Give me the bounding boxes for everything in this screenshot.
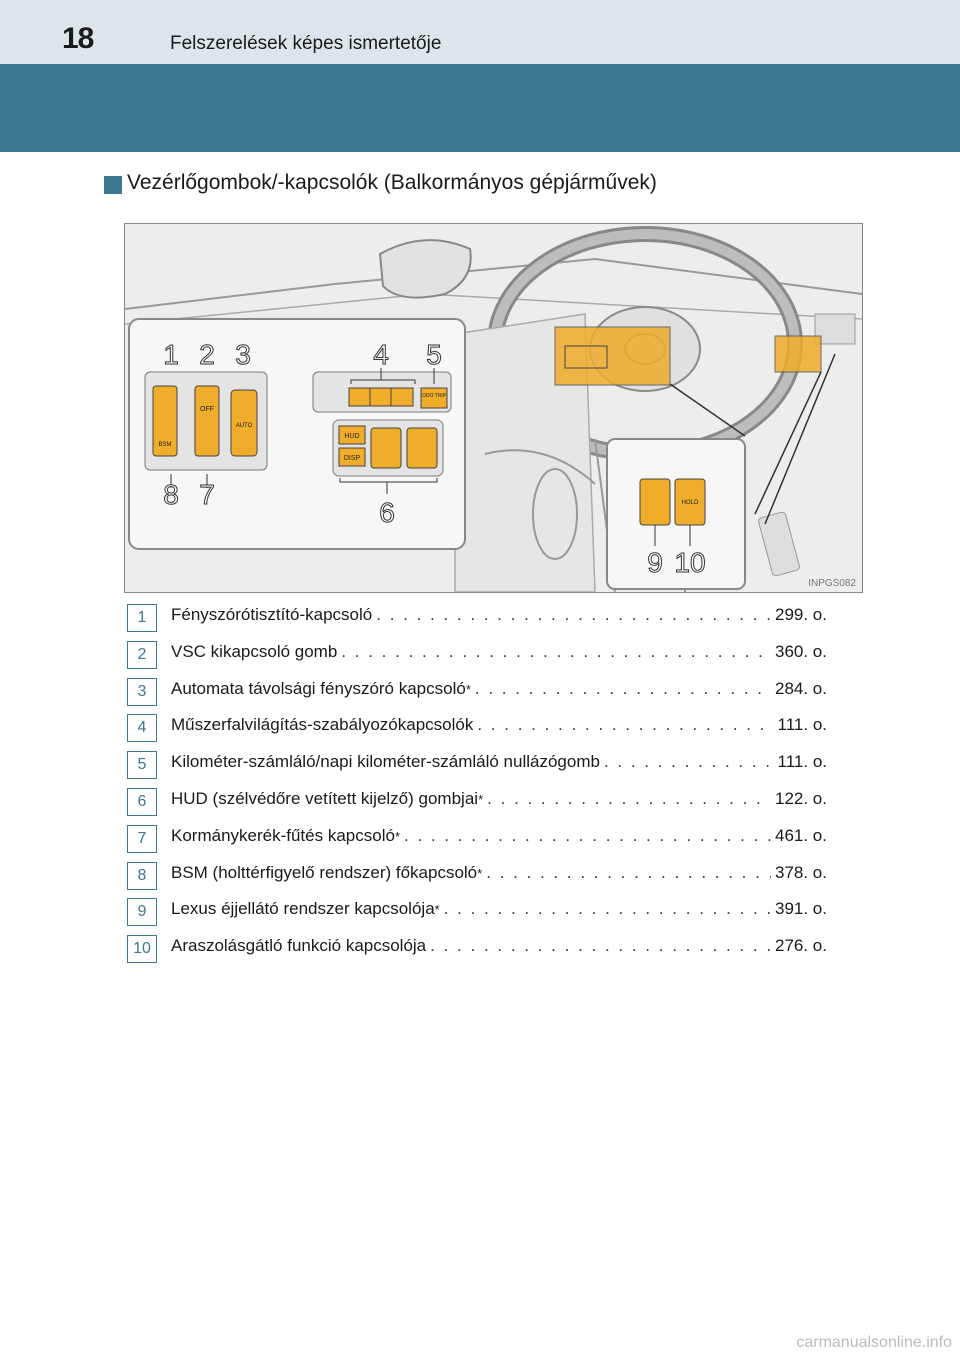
page-reference[interactable]: 360. o.	[775, 641, 827, 661]
page-reference[interactable]: 461. o.	[775, 825, 827, 845]
disp-text: DISP	[344, 455, 361, 462]
controls-illustration: OFF AUTO BSM ODO TRIP HUD DISP HOLD	[124, 223, 863, 593]
leader-dots	[341, 642, 771, 662]
callout-6: 6	[379, 497, 395, 528]
list-item: 9 Lexus éjjellátó rendszer kapcsolója * …	[127, 894, 827, 931]
list-item: 2 VSC kikapcsoló gomb 360. o.	[127, 637, 827, 674]
item-label: VSC kikapcsoló gomb	[171, 641, 338, 661]
list-item: 6 HUD (szélvédőre vetített kijelző) gomb…	[127, 784, 827, 821]
leader-dots	[477, 715, 773, 735]
item-label: Műszerfalvilágítás-szabályozókapcsolók	[171, 715, 474, 735]
leader-dots	[376, 605, 771, 625]
callout-2: 2	[199, 339, 215, 370]
watermark: carmanualsonline.info	[796, 1334, 952, 1351]
page-number: 18	[62, 22, 94, 55]
page-reference[interactable]: 122. o.	[775, 788, 827, 808]
item-label: Automata távolsági fényszóró kapcsoló	[171, 678, 466, 698]
list-item: 8 BSM (holttérfigyelő rendszer) főkapcso…	[127, 858, 827, 895]
section-title: Vezérlőgombok/-kapcsolók (Balkormányos g…	[127, 171, 657, 194]
callout-7: 7	[199, 479, 215, 510]
figure-code: INPGS082	[808, 578, 856, 589]
callout-4: 4	[373, 339, 389, 370]
item-number: 4	[127, 714, 157, 743]
callout-5: 5	[426, 339, 442, 370]
item-number: 3	[127, 677, 157, 706]
item-label: Lexus éjjellátó rendszer kapcsolója	[171, 899, 435, 919]
callout-3: 3	[235, 339, 251, 370]
hud-text: HUD	[344, 433, 359, 440]
leader-dots	[404, 826, 771, 846]
list-item: 3 Automata távolsági fényszóró kapcsoló …	[127, 674, 827, 711]
hold-text: HOLD	[682, 500, 699, 506]
item-label: Fényszórótisztító-kapcsoló	[171, 605, 373, 624]
page-reference[interactable]: 111. o.	[777, 752, 827, 772]
leader-dots	[487, 789, 771, 809]
odo-trip-text: ODO TRIP	[422, 393, 447, 399]
item-number: 1	[127, 604, 157, 632]
leader-dots	[475, 679, 771, 699]
list-item: 5 Kilométer-számláló/napi kilométer-szám…	[127, 747, 827, 784]
bsm-text: BSM	[158, 442, 171, 448]
page-reference[interactable]: 111. o.	[777, 715, 827, 735]
page-reference[interactable]: 276. o.	[775, 936, 827, 956]
page-reference[interactable]: 284. o.	[775, 678, 827, 698]
leader-dots	[430, 936, 771, 956]
item-label: Kormánykerék-fűtés kapcsoló	[171, 825, 395, 845]
list-item: 4 Műszerfalvilágítás-szabályozókapcsolók…	[127, 710, 827, 747]
item-label: BSM (holttérfigyelő rendszer) főkapcsoló	[171, 862, 478, 882]
item-label: Araszolásgátló funkció kapcsolója	[171, 936, 427, 956]
callout-10: 10	[674, 547, 705, 578]
page-reference[interactable]: 378. o.	[775, 862, 827, 882]
item-number: 7	[127, 824, 157, 853]
page-reference[interactable]: 391. o.	[775, 899, 827, 919]
item-number: 2	[127, 640, 157, 669]
leader-dots	[604, 752, 774, 772]
header-strip	[0, 0, 960, 64]
section-marker-icon	[104, 176, 122, 194]
callout-9: 9	[647, 547, 663, 578]
item-number: 10	[127, 935, 157, 964]
page-reference[interactable]: 299. o.	[775, 605, 827, 624]
item-list: 1 Fényszórótisztító-kapcsoló 299. o. 2 V…	[127, 600, 827, 968]
item-number: 6	[127, 787, 157, 816]
leader-dots	[444, 899, 771, 919]
list-item: 10 Araszolásgátló funkció kapcsolója 276…	[127, 931, 827, 968]
item-number: 5	[127, 751, 157, 780]
header-band	[0, 64, 960, 152]
item-label: HUD (szélvédőre vetített kijelző) gombja…	[171, 788, 479, 808]
item-number: 8	[127, 861, 157, 890]
item-number: 9	[127, 898, 157, 927]
auto-text: AUTO	[236, 423, 253, 429]
vsc-off-text: OFF	[200, 406, 214, 413]
chapter-title: Felszerelések képes ismertetője	[170, 33, 442, 54]
leader-dots	[486, 863, 771, 883]
callout-8: 8	[163, 479, 179, 510]
list-item: 1 Fényszórótisztító-kapcsoló 299. o.	[127, 600, 827, 637]
item-label: Kilométer-számláló/napi kilométer-számlá…	[171, 752, 600, 772]
list-item: 7 Kormánykerék-fűtés kapcsoló * 461. o.	[127, 821, 827, 858]
callout-1: 1	[163, 339, 179, 370]
